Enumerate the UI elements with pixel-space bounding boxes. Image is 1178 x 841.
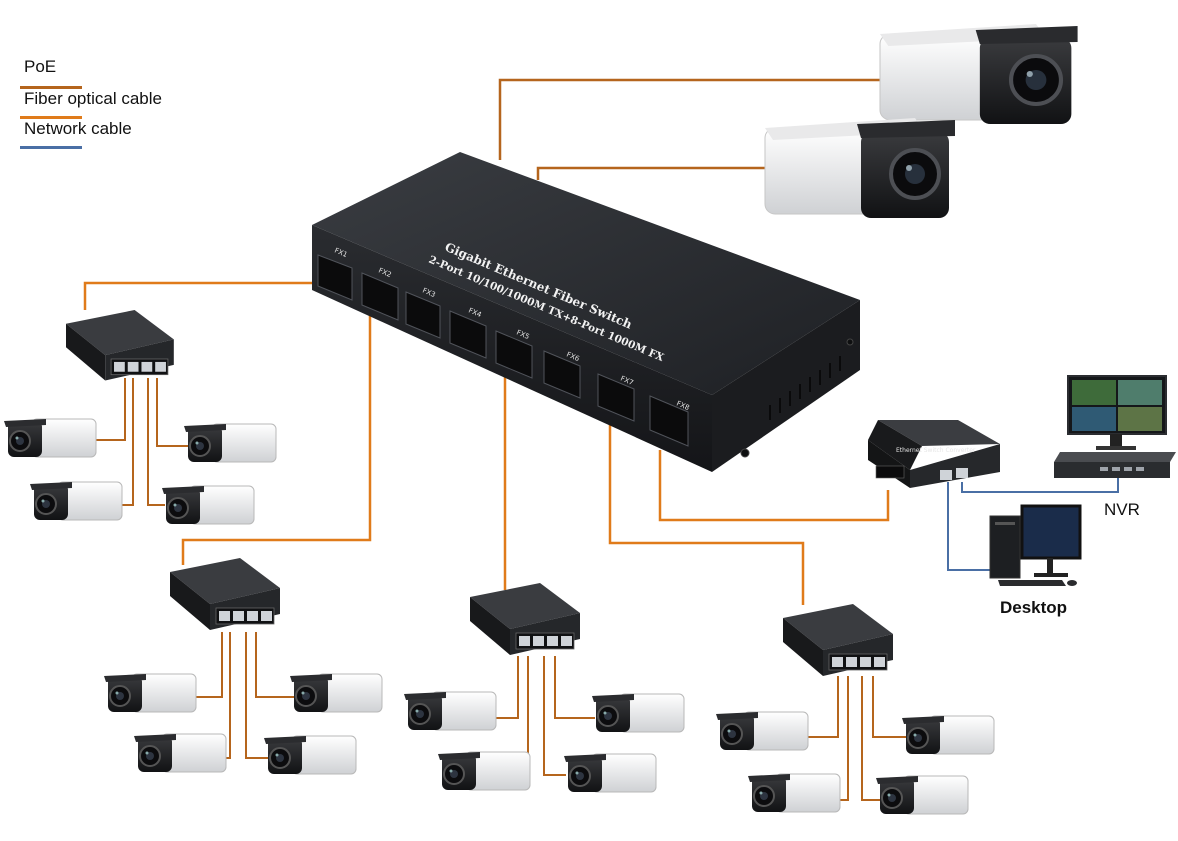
camera-1c — [29, 481, 123, 521]
legend-label-poe: PoE — [24, 57, 57, 76]
network-cables — [947, 478, 1119, 571]
fiber-cable-fx2 — [181, 310, 372, 565]
legend-line-poe — [20, 86, 82, 89]
network-cable-desktop — [947, 482, 996, 571]
camera-4b — [901, 715, 995, 755]
poe-switch-3 — [469, 582, 581, 656]
switch-top — [312, 152, 860, 395]
fiber-cable-fx8 — [658, 450, 890, 522]
camera-3d — [563, 753, 657, 793]
camera-2c — [133, 733, 227, 773]
camera-2d — [263, 735, 357, 775]
camera-1b — [183, 423, 277, 463]
main-fiber-switch: FX1 FX2 FX3 FX4 FX5 FX6 FX7 FX8 Gigabit … — [312, 152, 860, 472]
ethernet-switch-converter: Ethernet Switch Converter — [868, 420, 1000, 488]
converter-title: Ethernet Switch Converter — [896, 447, 976, 454]
nvr-recorder — [1054, 452, 1176, 478]
poe-switch-1 — [65, 309, 175, 382]
camera-4c — [747, 773, 841, 813]
legend-label-fiber: Fiber optical cable — [24, 89, 162, 108]
camera-1a — [3, 418, 97, 458]
camera-3a — [403, 691, 497, 731]
desktop-monitor — [1020, 504, 1082, 560]
nvr-label: NVR — [1104, 500, 1140, 519]
fiber-cable-fx1 — [83, 281, 320, 310]
cable-top-camera-2 — [536, 166, 770, 180]
camera-2a — [103, 673, 197, 713]
fiber-cable-fx7 — [608, 425, 805, 605]
legend-line-network — [20, 146, 82, 149]
legend-label-network: Network cable — [24, 119, 132, 138]
sfp-ports — [317, 254, 689, 447]
camera-large-1 — [880, 24, 1078, 124]
nvr-monitor — [1067, 375, 1167, 450]
camera-4d — [875, 775, 969, 815]
poe-switch-2 — [169, 557, 281, 631]
camera-4a — [715, 711, 809, 751]
fiber-cables-camera — [498, 78, 880, 180]
legend-line-fiber — [20, 116, 82, 119]
switch-right-side — [712, 300, 860, 472]
network-cable-nvr — [961, 478, 1119, 493]
desktop-computer — [989, 504, 1082, 586]
desktop-label: Desktop — [1000, 598, 1068, 617]
desktop-tower — [989, 515, 1021, 579]
camera-1d — [161, 485, 255, 525]
camera-2b — [289, 673, 383, 713]
camera-3c — [437, 751, 531, 791]
desktop-keyboard — [998, 580, 1066, 586]
poe-switch-4 — [782, 603, 894, 677]
cable-top-camera-1 — [498, 78, 880, 160]
camera-large-2 — [763, 116, 957, 220]
camera-3b — [591, 693, 685, 733]
fiber-cables — [83, 281, 890, 605]
